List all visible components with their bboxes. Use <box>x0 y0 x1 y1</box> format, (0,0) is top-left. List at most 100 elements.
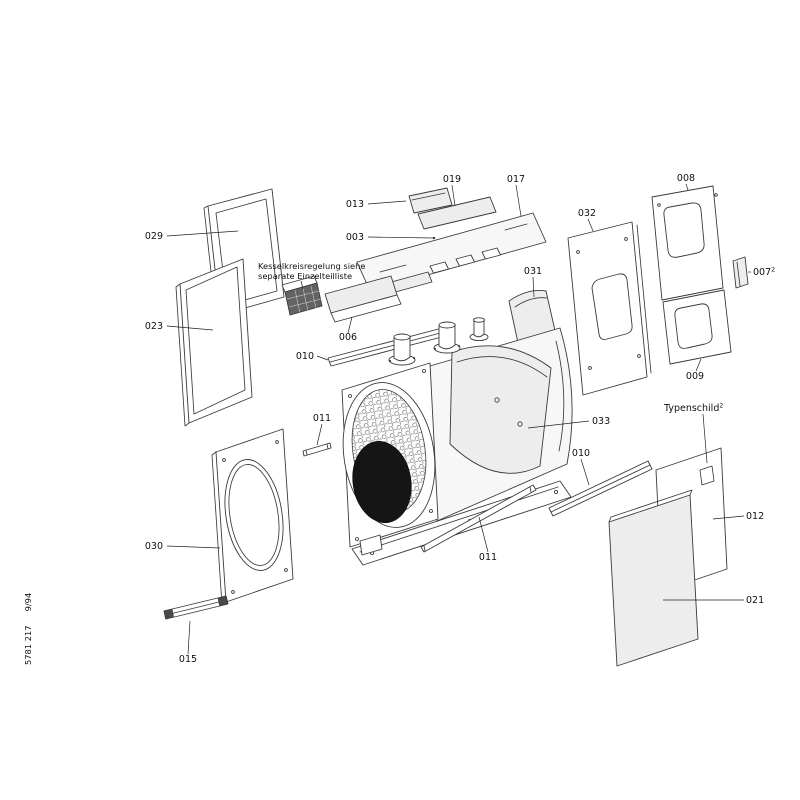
corner-bolt <box>275 440 279 444</box>
part-label-015: 015 <box>179 654 197 665</box>
panel <box>356 212 547 292</box>
leader-019 <box>451 184 456 207</box>
jacket-sheet-033 <box>449 345 552 474</box>
strip-edge-line <box>165 599 228 616</box>
leader-015 <box>187 620 191 655</box>
leader-008 <box>685 183 689 191</box>
part-label-033: 033 <box>592 416 610 427</box>
shell-end-ring <box>555 340 565 452</box>
small-pipe-stub-top <box>473 317 485 323</box>
part-label-010-lower: 010 <box>572 448 590 459</box>
rod-011-lower <box>420 484 537 553</box>
part-label-011-lower: 011 <box>479 552 497 563</box>
sheet <box>417 196 497 230</box>
front-plate-bolt <box>422 369 426 373</box>
leader-note <box>300 280 304 290</box>
rod-end-caps <box>423 486 532 552</box>
part-label-006: 006 <box>339 332 357 343</box>
part-label-017: 017 <box>507 174 525 185</box>
leader-023 <box>166 325 214 331</box>
leader-012 <box>712 515 745 520</box>
panel-cutout <box>674 303 713 349</box>
mounting-strip-015 <box>163 595 229 620</box>
rear-panel-008 <box>651 185 724 301</box>
front-plate-bolt <box>429 509 433 513</box>
drawing-date: 9/94 <box>23 593 33 612</box>
typenschild-label: Typenschild2 <box>663 403 723 415</box>
typenschild-sup: 2 <box>719 403 723 410</box>
rear-panel-009 <box>662 289 732 365</box>
rail-edge-line <box>550 464 651 513</box>
base-frame-inner-line <box>359 486 559 553</box>
screw-hole <box>637 354 641 358</box>
top-sheet-019 <box>417 196 497 230</box>
leader-010-lower <box>580 458 590 486</box>
panel-cutout <box>663 202 705 258</box>
flange-bolt <box>413 357 415 359</box>
panel-slot <box>429 261 449 274</box>
screw-hole <box>624 237 628 241</box>
jacket-curve-line <box>456 356 548 378</box>
panel-seam-lines <box>379 223 528 273</box>
panel-thickness-edge <box>608 489 693 523</box>
leader-032 <box>587 218 594 232</box>
controller-front-face <box>284 282 323 316</box>
leader-031 <box>532 276 535 298</box>
base-bolt <box>553 489 559 495</box>
leader-003 <box>367 236 434 239</box>
drawing-number: 5781 217 9/94 <box>23 593 33 665</box>
panel-cutout <box>591 273 633 340</box>
cover-plate-013 <box>408 187 453 214</box>
bracket <box>732 256 749 289</box>
part-label-011-front: 011 <box>313 413 331 424</box>
leader-010-upper <box>316 355 329 361</box>
type-plate <box>699 465 715 486</box>
bracket-007 <box>732 256 749 289</box>
boiler-body-assembly-033 <box>341 317 573 566</box>
base-frame <box>351 480 572 566</box>
part-label-030: 030 <box>145 541 163 552</box>
leader-009 <box>695 358 702 372</box>
front-plate-bolt <box>355 537 359 541</box>
control-support-006 <box>281 275 402 323</box>
rod-end-caps <box>305 443 329 456</box>
part-label-008: 008 <box>677 173 695 184</box>
strip-end-tab <box>163 608 174 619</box>
rod-011-front <box>302 442 332 457</box>
rear-panel-023 <box>175 258 253 427</box>
pipe-stub <box>438 323 456 350</box>
typenschild-text: Typenschild <box>663 403 719 414</box>
screw-hole <box>657 203 661 207</box>
screw-hole <box>588 366 592 370</box>
part-label-023: 023 <box>145 321 163 332</box>
flange-bolt <box>389 360 391 362</box>
corner-bolt <box>231 590 235 594</box>
burner-hole-ring <box>224 459 284 571</box>
side-panel-021 <box>608 489 699 667</box>
part-labels: 029 023 013 003 019 017 032 008 0072 031… <box>145 173 775 665</box>
leader-017 <box>515 184 522 217</box>
part-label-031: 031 <box>524 266 542 277</box>
panel <box>608 494 699 667</box>
jacket-hole <box>517 421 523 427</box>
leader-003-dot <box>432 236 436 240</box>
screw-hole <box>714 193 718 197</box>
plate <box>408 187 453 214</box>
rod <box>420 484 537 553</box>
part-label-032: 032 <box>578 208 596 219</box>
top-cover-panel-017 <box>356 212 547 292</box>
screw-hole <box>576 250 580 254</box>
rod <box>302 442 332 457</box>
part-label-010-upper: 010 <box>296 351 314 362</box>
panel-slot <box>481 247 501 260</box>
flange-bolt <box>434 348 436 350</box>
part-label-003: 003 <box>346 232 364 243</box>
strip-end-tab <box>217 595 228 606</box>
drawing-code: 5781 217 <box>23 625 33 665</box>
corner-bolt <box>284 568 288 572</box>
controller-note-line1: Kesselkreisregelung siehe <box>258 261 365 271</box>
controller-keypad-grid <box>286 285 322 314</box>
flange-bolt <box>458 345 460 347</box>
burner-opening <box>352 441 412 523</box>
